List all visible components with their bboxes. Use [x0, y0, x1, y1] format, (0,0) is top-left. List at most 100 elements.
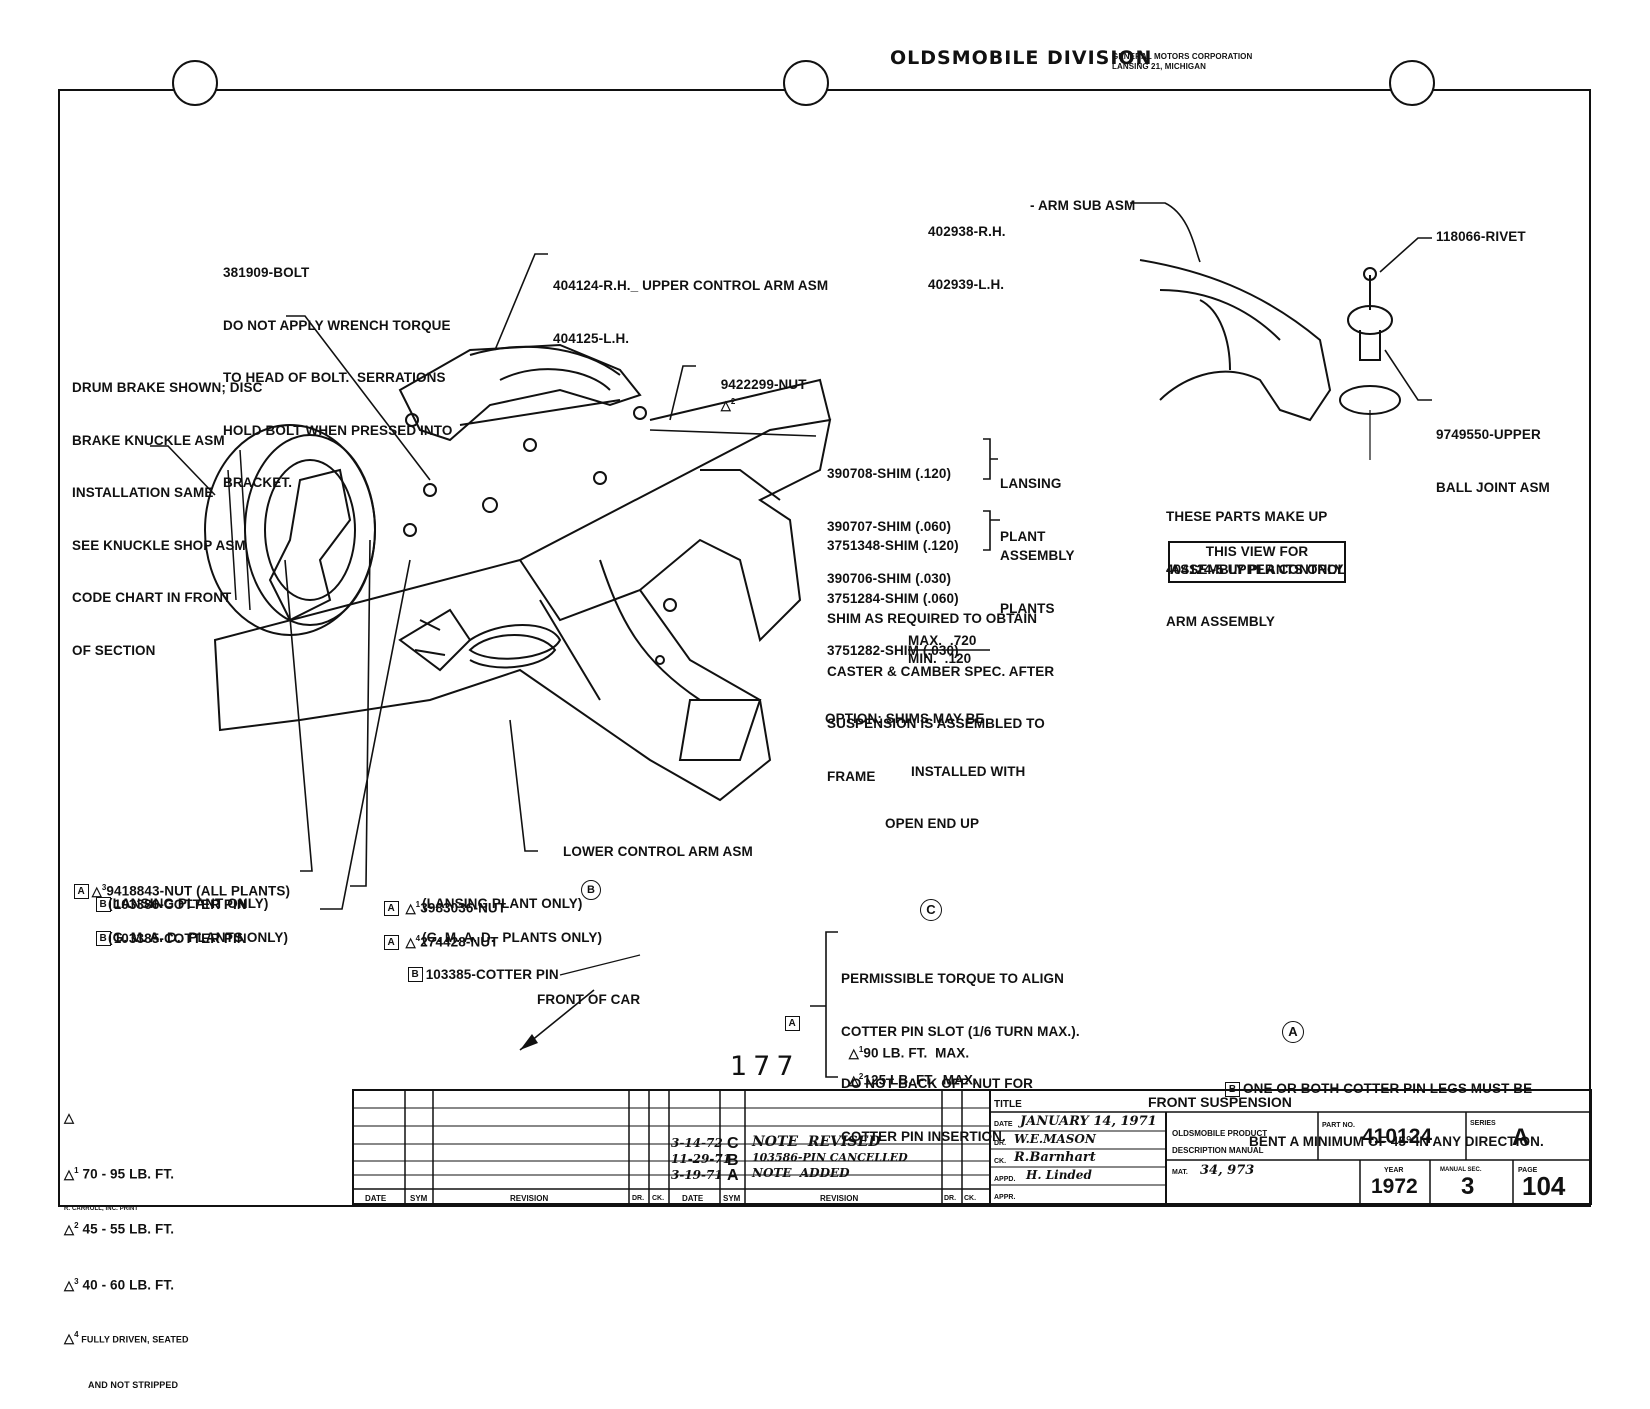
- note-a-square-icon: A: [73, 883, 89, 899]
- torque-note: PERMISSIBLE TORQUE TO ALIGN COTTER PIN S…: [841, 971, 1080, 1144]
- torque-triangle-icon: △2: [720, 397, 736, 413]
- page-value: 104: [1522, 1171, 1566, 1201]
- date-label: DATE: [994, 1121, 1013, 1128]
- rev-header-revision-2: REVISION: [820, 1194, 859, 1203]
- note-a-circle-icon: A: [1282, 1021, 1304, 1043]
- arm-sub-callout: 402938-R.H. 402939-L.H.: [928, 224, 1006, 292]
- nut-all-plants: A△39418843-NUT (ALL PLANTS): [66, 861, 290, 899]
- upper-arm-line: 404124-R.H._ UPPER CONTROL ARM ASM: [553, 278, 829, 293]
- part-number: 410124: [1362, 1125, 1433, 1148]
- ck-label: CK.: [994, 1158, 1007, 1165]
- option-note: OPTION: SHIMS MAY BE INSTALLED WITH OPEN…: [825, 711, 1026, 831]
- year-label: YEAR: [1384, 1167, 1404, 1174]
- shim-line: 390708-SHIM (.120): [827, 466, 952, 481]
- nut-274428: A △4274428-NUT: [376, 912, 499, 950]
- manual-sec-label: MANUAL SEC.: [1440, 1167, 1482, 1173]
- torque-triangle-icon: △2: [848, 1071, 864, 1087]
- revision-text: 103586-PIN CANCELLED: [752, 1151, 908, 1164]
- mat-label: MAT.: [1172, 1169, 1188, 1176]
- these-parts-note: THESE PARTS MAKE UP 404124-5 UPPER CONTR…: [1166, 509, 1347, 629]
- revision-date: 11-29-71: [671, 1152, 732, 1166]
- drum-note-line: OF SECTION: [72, 642, 156, 658]
- cotter-pin-1-note: (LANSING PLANT ONLY): [108, 896, 269, 911]
- lansing-plant-label: LANSING PLANT: [1000, 476, 1062, 544]
- drum-brake-note: DRUM BRAKE SHOWN; DISC BRAKE KNUCKLE ASM…: [72, 344, 262, 677]
- title-label: TITLE: [994, 1099, 1022, 1110]
- note-b-square-icon: B: [95, 897, 111, 913]
- torque-90: △190 LB. FT. MAX.: [841, 1023, 969, 1061]
- rev-header-revision: REVISION: [510, 1194, 549, 1203]
- nut-274428-note: (G. M. A. D. PLANTS ONLY): [422, 930, 603, 945]
- torque-triangle-icon: △1: [848, 1044, 864, 1060]
- drawing-date: JANUARY 14, 1971: [1020, 1114, 1157, 1129]
- rev-header-dr-2: DR.: [944, 1195, 957, 1202]
- torque-triangle-icon: △: [64, 1110, 75, 1125]
- torque-triangle-icon: △1: [64, 1165, 79, 1181]
- shim-line: 390706-SHIM (.030): [827, 571, 952, 586]
- rivet-callout: 118066-RIVET: [1436, 229, 1526, 244]
- nut-top-callout: 9422299-NUT △2: [713, 358, 807, 414]
- rev-header-ck-2: CK.: [964, 1195, 977, 1202]
- torque-triangle-icon: △4: [64, 1329, 79, 1346]
- shims-lansing: 390708-SHIM (.120) 390707-SHIM (.060) 39…: [827, 430, 951, 605]
- cotter-pin-2-note: (G. M. A. D. PLANTS ONLY): [108, 930, 289, 945]
- mat-value: 34, 973: [1200, 1163, 1255, 1178]
- note-b-square-icon: B: [407, 967, 423, 983]
- drum-note-line: SEE KNUCKLE SHOP ASM: [72, 537, 246, 553]
- appd-label: APPD.: [994, 1176, 1016, 1183]
- note-b-circle-icon: B: [581, 880, 601, 900]
- revision-sym: B: [727, 1152, 739, 1169]
- nut-3983036: A △13983036-NUT: [376, 878, 506, 916]
- shim-line: 3751284-SHIM (.060): [827, 590, 959, 606]
- note-a-square-icon: A: [383, 934, 399, 950]
- approved-by: H. Linded: [1026, 1168, 1092, 1182]
- revision-sym: C: [727, 1135, 739, 1152]
- revision-text: NOTE ADDED: [752, 1166, 850, 1180]
- rev-header-ck: CK.: [652, 1195, 665, 1202]
- year-value: 1972: [1371, 1175, 1418, 1198]
- nut-top-label: 9422299-NUT: [720, 376, 807, 392]
- appr-label: APPR.: [994, 1194, 1016, 1201]
- view-box-line: THIS VIEW FOR: [1205, 544, 1309, 559]
- bolt-note: 381909-BOLT DO NOT APPLY WRENCH TORQUE T…: [223, 229, 452, 509]
- manual-sec-value: 3: [1461, 1173, 1475, 1200]
- assembly-view-box: THIS VIEW FOR ASSEMBLY PLANTS ONLY: [1168, 541, 1346, 583]
- shim-max: MAX. .720: [908, 633, 977, 648]
- division-title: OLDSMOBILE DIVISION: [890, 47, 1153, 69]
- lower-arm-callout: LOWER CONTROL ARM ASM: [563, 844, 753, 859]
- part-label: PART NO.: [1322, 1122, 1355, 1129]
- note-a-square-icon: A: [784, 1016, 800, 1032]
- view-box-line: ASSEMBLY PLANTS ONLY: [1170, 561, 1344, 577]
- torque-triangle-icon: △2: [64, 1221, 79, 1237]
- rev-header-sym-2: SYM: [723, 1194, 741, 1203]
- front-of-car-label: FRONT OF CAR: [537, 992, 641, 1007]
- checked-by: R.Barnhart: [1014, 1150, 1096, 1165]
- note-c-circle-icon: C: [920, 899, 942, 921]
- ball-joint-callout: 9749550-UPPER BALL JOINT ASM: [1436, 427, 1550, 495]
- nut-3983036-note: (LANSING PLANT ONLY): [422, 896, 583, 911]
- torque-triangle-icon: △4: [405, 933, 421, 949]
- revision-date: 3-19-71: [671, 1168, 723, 1182]
- assembly-plants-label: ASSEMBLY PLANTS: [1000, 548, 1075, 616]
- shim-line: 3751282-SHIM (.030): [827, 643, 959, 658]
- upper-arm-callout: 404124-R.H._ UPPER CONTROL ARM ASM 40412…: [553, 242, 828, 365]
- note-a-square-icon: A: [383, 900, 399, 916]
- revision-date: 3-14-72: [671, 1136, 723, 1150]
- torque-legend: △ △1 70 - 95 LB. FT. △2 45 - 55 LB. FT. …: [64, 1110, 189, 1391]
- arm-sub-label: - ARM SUB ASM: [1030, 198, 1136, 213]
- shim-line: 390707-SHIM (.060): [827, 518, 952, 534]
- revision-text: NOTE REVISED: [752, 1134, 881, 1150]
- shim-line: 3751348-SHIM (.120): [827, 538, 959, 553]
- shim-note: SHIM AS REQUIRED TO OBTAIN CASTER & CAMB…: [827, 611, 1055, 784]
- drum-note-line: INSTALLATION SAME: [72, 485, 214, 500]
- drum-note-line: CODE CHART IN FRONT: [72, 590, 232, 605]
- rev-header-date-2: DATE: [682, 1194, 704, 1203]
- series-value: A: [1512, 1124, 1530, 1151]
- bolt-note-line: HOLD BOLT WHEN PRESSED INTO: [223, 422, 453, 438]
- footer-credit: R. CARROLL, INC. PRINT: [64, 1206, 139, 1212]
- bolt-note-line: TO HEAD OF BOLT. SERRATIONS: [223, 370, 446, 385]
- torque-triangle-icon: △3: [91, 882, 107, 898]
